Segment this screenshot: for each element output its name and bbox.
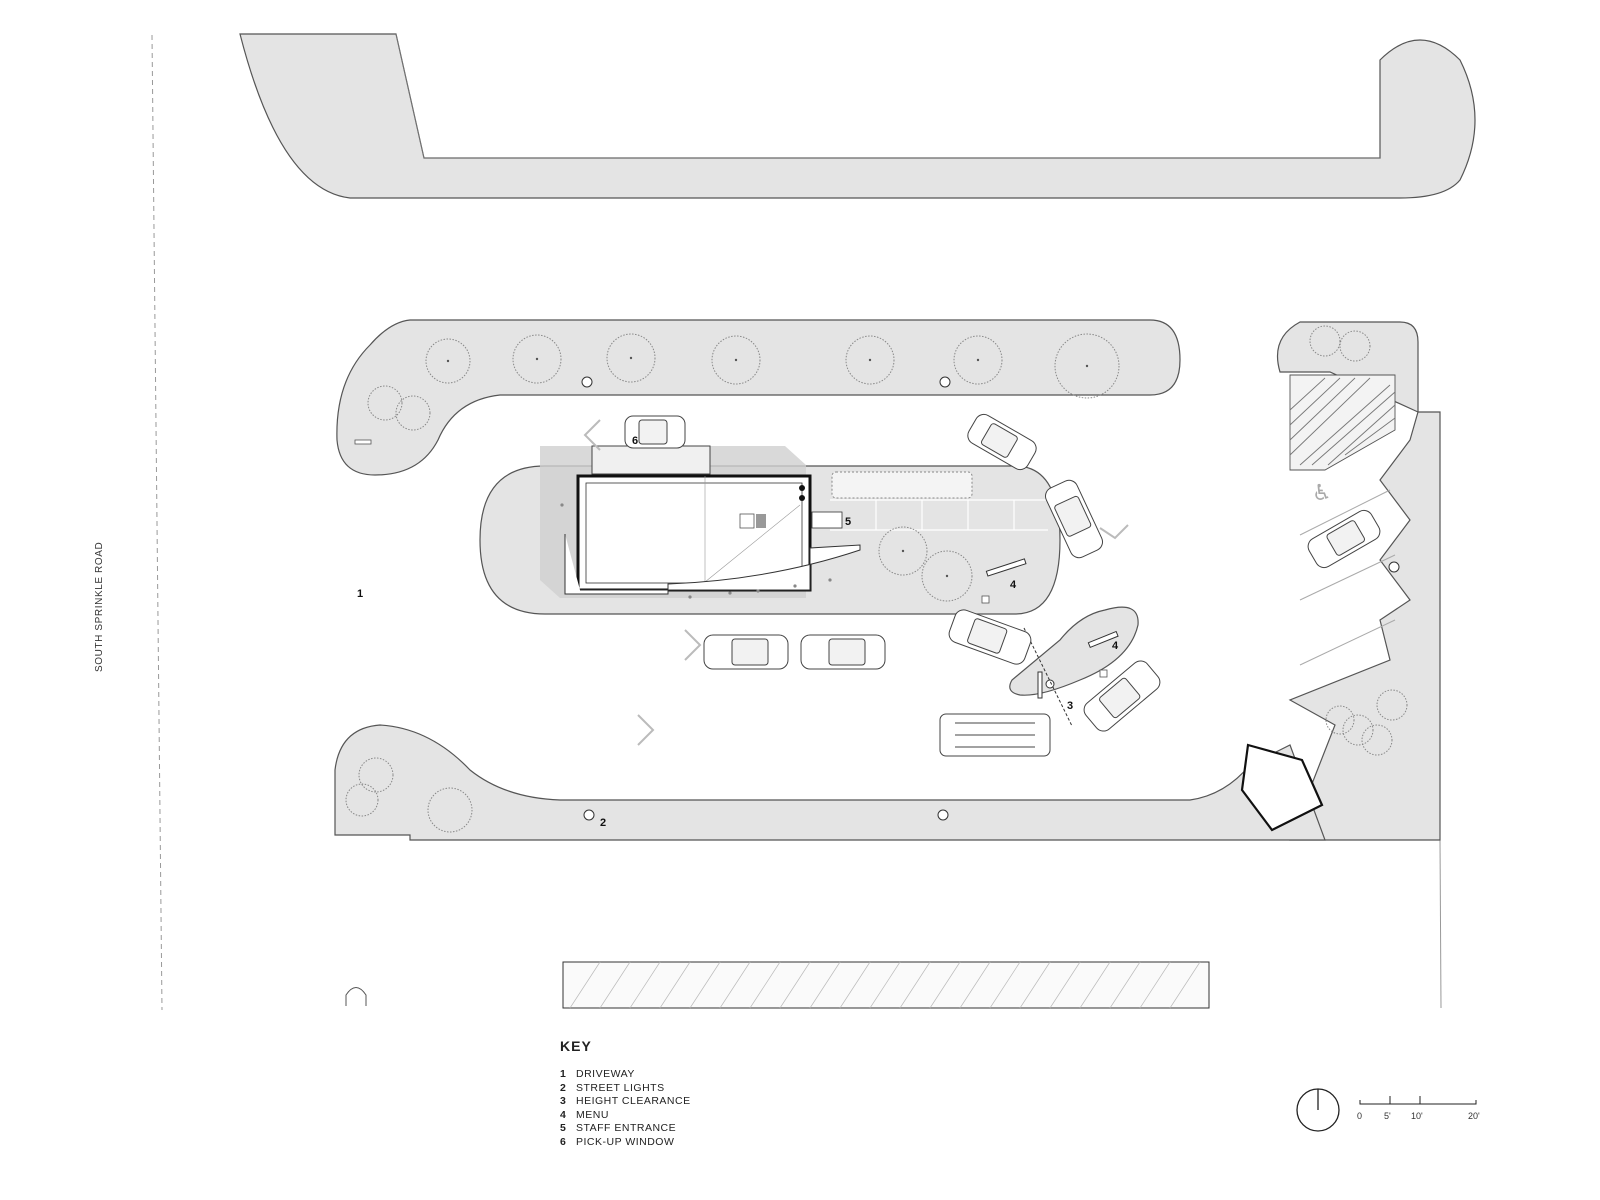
key-item-label: MENU: [576, 1108, 609, 1121]
key-item-number: 2: [560, 1081, 567, 1094]
label-menu-a: 4: [1010, 579, 1017, 591]
key-item-label: DRIVEWAY: [576, 1068, 635, 1080]
south-planting-island: [334, 724, 1326, 841]
direction-arrows: [583, 419, 1129, 746]
scale-bar: [1359, 1096, 1477, 1105]
pickup-canopy: [591, 445, 711, 475]
top-curb-island: [239, 33, 1476, 199]
road-centerline: [151, 34, 163, 1011]
label-street-lights: 2: [600, 817, 606, 829]
north-arrow-icon: [1296, 1088, 1340, 1132]
key-item-number: 4: [560, 1108, 567, 1121]
label-pickup-window: 6: [632, 435, 638, 447]
key-item: 6 PICK-UP WINDOW: [560, 1136, 820, 1150]
hedge: [831, 471, 973, 499]
trees: [345, 325, 1408, 833]
scale-tick-5: 5': [1384, 1111, 1391, 1121]
cars: [624, 413, 1381, 757]
key-item-label: PICK-UP WINDOW: [576, 1135, 675, 1148]
key-item: 5 STAFF ENTRANCE: [560, 1122, 820, 1136]
label-height-clearance: 3: [1067, 700, 1073, 712]
lower-canopy: [564, 534, 861, 595]
key-item: 4 MENU: [560, 1109, 820, 1123]
key-item-number: 3: [560, 1095, 567, 1107]
key-item-number: 5: [560, 1122, 567, 1134]
east-parking-strip: [1288, 411, 1441, 841]
menu-board: [985, 558, 1027, 577]
walkway-joints: [830, 499, 1048, 531]
key-item: 3 HEIGHT CLEARANCE: [560, 1095, 820, 1109]
parking-stall-lines: [1299, 489, 1396, 666]
key-item-number: 6: [560, 1135, 567, 1148]
key-title: KEY: [560, 1038, 592, 1054]
key-item-number: 1: [560, 1068, 567, 1080]
key-item-label: HEIGHT CLEARANCE: [576, 1095, 691, 1107]
accessible-symbol-icon: ♿: [1312, 481, 1332, 506]
menu-board-2: [1087, 630, 1119, 649]
key-item-label: STREET LIGHTS: [576, 1081, 665, 1094]
road-label: SOUTH SPRINKLE ROAD: [94, 542, 105, 672]
label-menu-b: 4: [1112, 640, 1119, 652]
scale-tick-0: 0: [1357, 1111, 1362, 1121]
key-item-label: STAFF ENTRANCE: [576, 1122, 677, 1134]
legend-key: KEY 1 DRIVEWAY 2 STREET LIGHTS 3 HEIGHT CLE…: [560, 1038, 820, 1149]
site-boundary: [1439, 839, 1442, 1009]
label-driveway: 1: [357, 588, 363, 600]
street-lights: [581, 376, 1400, 821]
key-item: 2 STREET LIGHTS: [560, 1082, 820, 1096]
curb-stub: [345, 987, 367, 1006]
building: [576, 474, 812, 592]
height-clearance-bar: [1023, 627, 1073, 727]
adjacent-building: [562, 961, 1210, 1009]
scale-tick-20: 20': [1468, 1111, 1480, 1121]
key-item: 1 DRIVEWAY: [560, 1068, 820, 1082]
north-planting-island: [336, 319, 1181, 476]
accessible-aisle-hatch: [1289, 374, 1396, 471]
label-staff-entrance: 5: [845, 516, 851, 528]
trash-enclosure: [1240, 743, 1324, 832]
scale-tick-10: 10': [1411, 1111, 1423, 1121]
